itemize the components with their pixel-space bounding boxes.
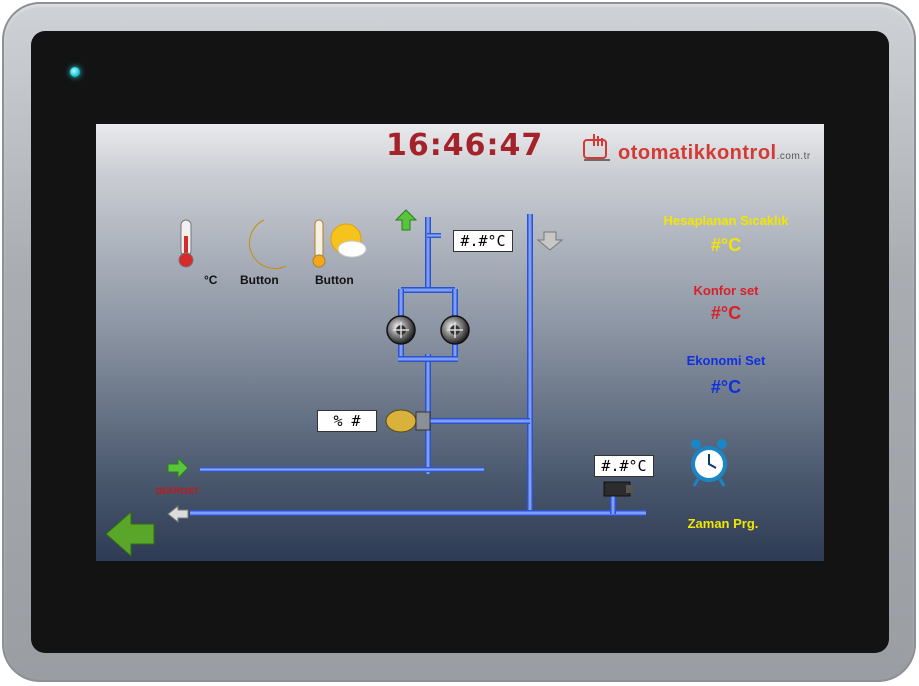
piping-diagram: [105, 209, 727, 558]
supply-arrow-up-icon: [394, 209, 418, 231]
timer-program-button[interactable]: Zaman Prg.: [687, 516, 759, 531]
mixing-pipe: [428, 418, 530, 424]
hmi-screen: 16:46:47 otomatikkontrol.com.tr: [96, 124, 824, 561]
supply-temp-display: #.#°C: [453, 230, 513, 252]
logo-hand-icon: [583, 134, 610, 161]
power-led-icon: [70, 67, 80, 77]
sensor-stub: [610, 494, 616, 514]
logo-tld: .com.tr: [776, 151, 811, 162]
return-arrow-down-icon: [536, 231, 564, 251]
pump-left-icon: [386, 315, 416, 345]
back-button[interactable]: [106, 512, 156, 556]
defrost-status: DEFROST: [156, 486, 200, 496]
day-button[interactable]: Button: [315, 273, 354, 287]
calculated-temp-value: #°C: [710, 235, 742, 255]
return-pipe: [527, 214, 533, 514]
thermometer-icon: [178, 219, 194, 268]
brand-logo: otomatikkontrol.com.tr: [580, 130, 816, 166]
economy-set-label: Ekonomi Set: [686, 353, 766, 368]
comfort-set-label: Konfor set: [693, 283, 759, 298]
return-arrow-left-icon: [167, 504, 189, 524]
valve-percent-display: % #: [317, 410, 377, 432]
alarm-clock-icon: [691, 439, 727, 487]
calculated-temp-label: Hesaplanan Sıcaklık: [663, 213, 789, 228]
night-button[interactable]: Button: [240, 273, 279, 287]
clock-display: 16:46:47: [386, 128, 544, 163]
night-mode-icon: [249, 219, 287, 269]
comfort-set-value[interactable]: #°C: [710, 303, 742, 323]
return-temp-display: #.#°C: [594, 455, 654, 477]
supply-pipe: [398, 217, 458, 474]
logo-text: otomatikkontrol.com.tr: [618, 142, 811, 164]
thermometer-label: °C: [204, 273, 218, 287]
mixing-valve-icon: [385, 409, 431, 433]
return-line: [190, 510, 646, 516]
back-arrow-icon: [105, 510, 155, 558]
alarm-clock-button[interactable]: [688, 440, 732, 490]
return-sensor-icon: [603, 481, 634, 497]
economy-set-value[interactable]: #°C: [710, 377, 742, 397]
pump-right-icon: [440, 315, 470, 345]
flow-line: [200, 467, 484, 472]
flow-arrow-right-icon: [167, 456, 189, 480]
day-mode-icon: [312, 219, 367, 268]
